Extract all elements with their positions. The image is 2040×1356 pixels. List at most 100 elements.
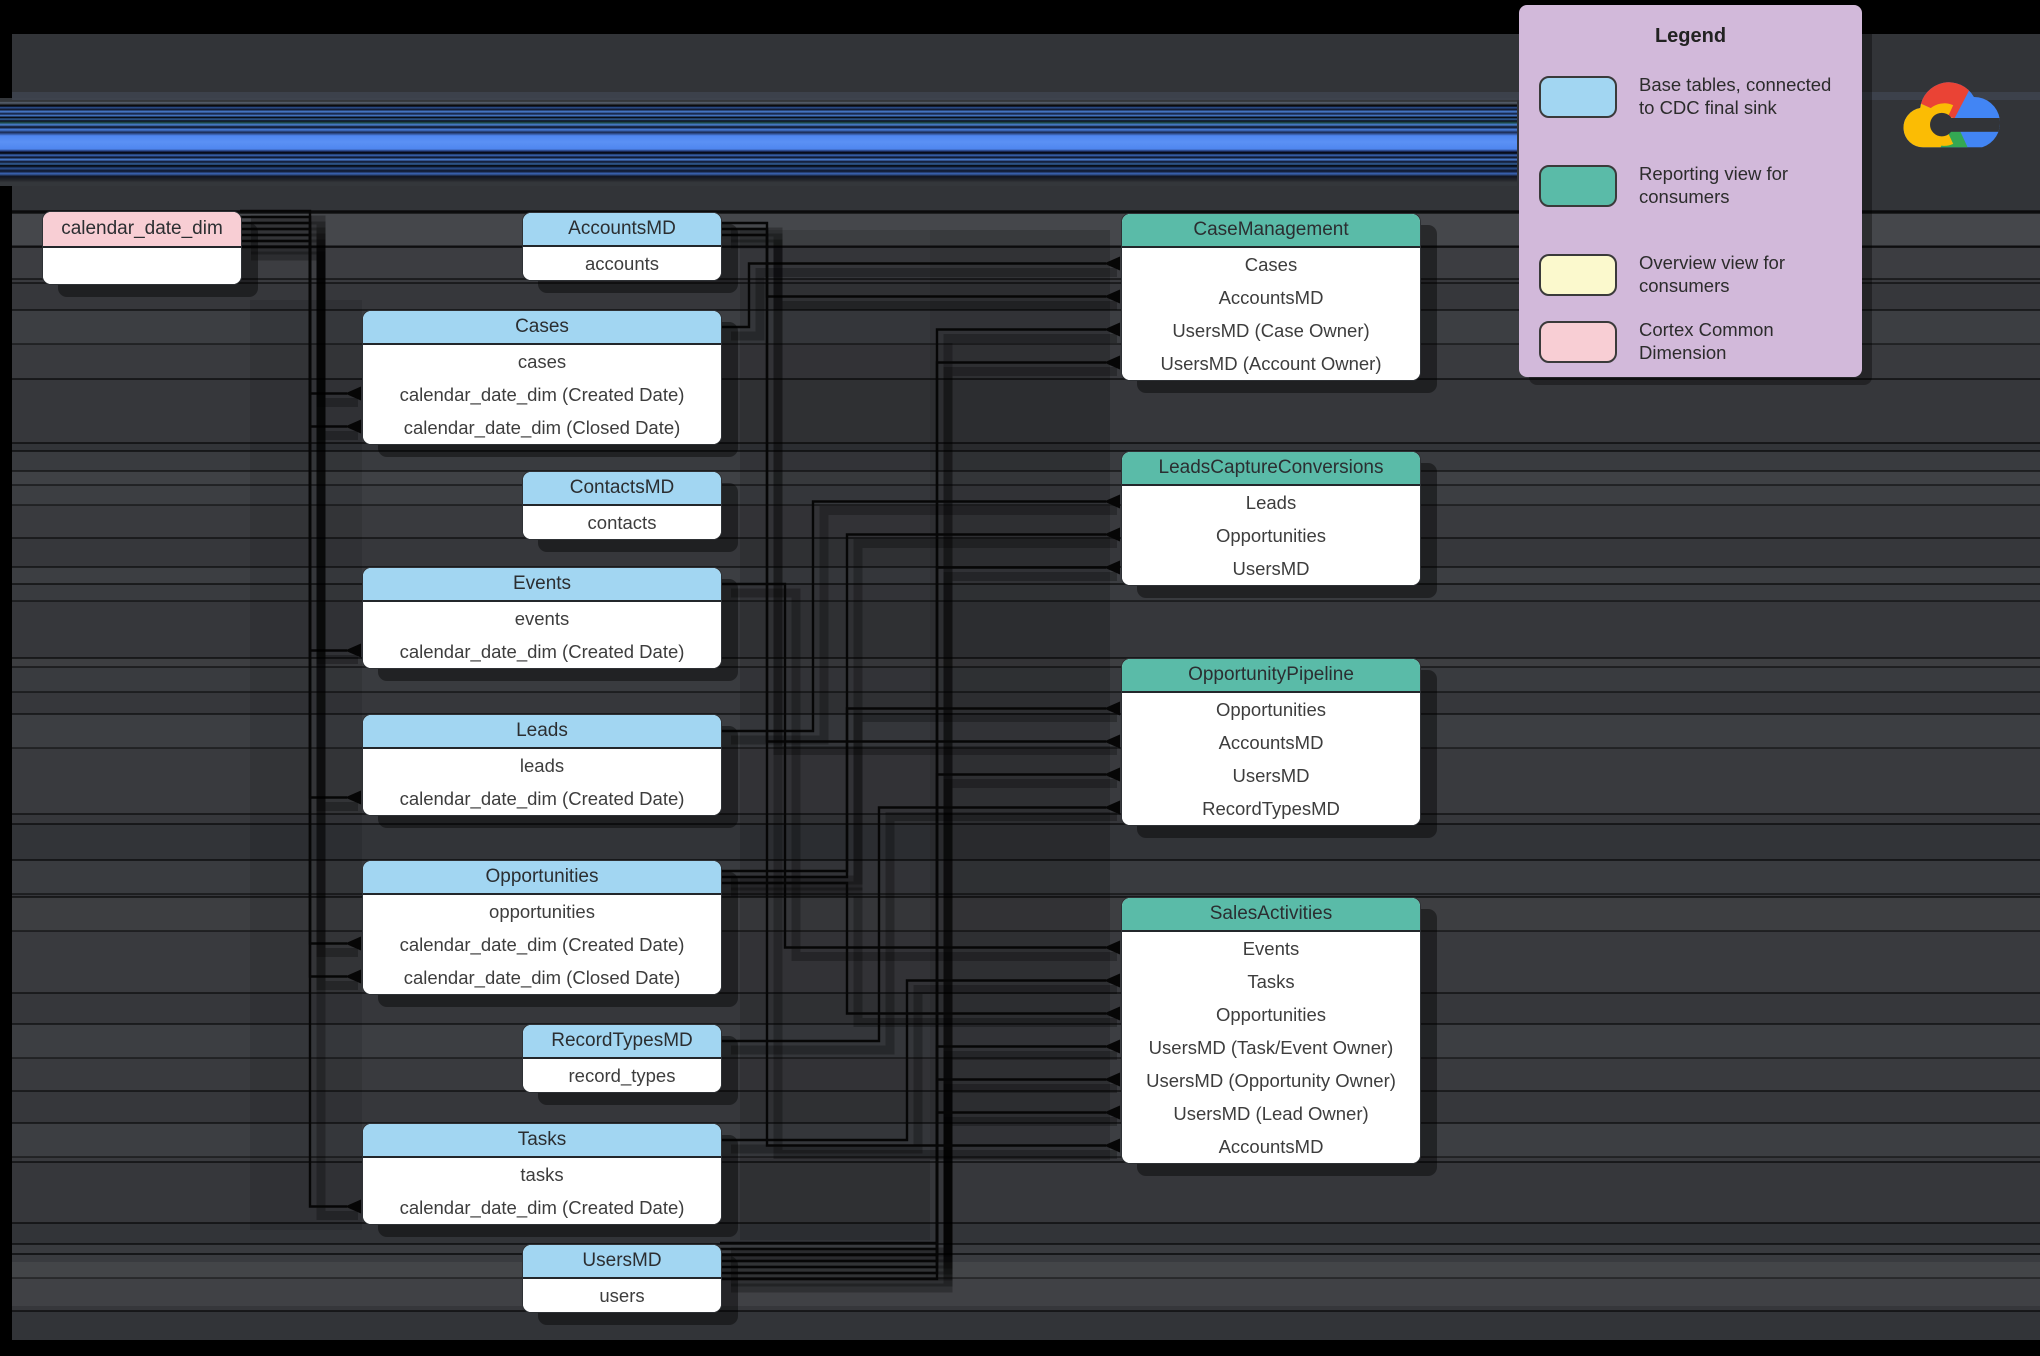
arrowhead-icon	[1104, 256, 1120, 271]
table-row: UsersMD (Lead Owner)	[1173, 1102, 1369, 1124]
connector-shadow	[731, 812, 1117, 1055]
table-row: Opportunities	[1215, 1003, 1327, 1025]
table-row: tasks	[520, 1163, 564, 1185]
table-row: calendar_date_dim (Created Date)	[399, 383, 685, 405]
connector-shadow	[251, 245, 358, 990]
table-calendar_date_dim[interactable]: calendar_date_dim	[42, 211, 242, 285]
table-Tasks[interactable]: Tasks tasks calendar_date_dim (Created Dat…	[362, 1123, 722, 1225]
connector-shadow	[731, 1084, 1117, 1287]
table-title: Leads	[363, 715, 721, 749]
arrowhead-icon	[345, 936, 361, 951]
table-ContactsMD[interactable]: ContactsMD contacts	[522, 471, 722, 540]
legend-label: Overview view for consumers	[1639, 252, 1785, 296]
table-row: UsersMD (Opportunity Owner)	[1146, 1069, 1396, 1091]
table-row: calendar_date_dim (Created Date)	[399, 787, 685, 809]
arrowhead-icon	[1104, 527, 1120, 542]
table-body: contacts	[523, 506, 721, 539]
table-body: tasks calendar_date_dim (Created Date)	[363, 1158, 721, 1224]
connector-shadow	[731, 887, 1117, 1027]
connector-Opportunities-to-SalesActivities	[720, 881, 1106, 1015]
table-row: Cases	[1244, 253, 1298, 275]
table-row: calendar_date_dim (Created Date)	[399, 933, 685, 955]
table-title: ContactsMD	[523, 472, 721, 506]
arrowhead-icon	[345, 386, 361, 401]
connector-shadow	[731, 1051, 1117, 1281]
connector-shadow	[251, 233, 358, 811]
connector-calendar_date_dim-to-Tasks	[240, 245, 347, 1208]
table-row: calendar_date_dim (Created Date)	[399, 1196, 685, 1218]
connector-shadow	[251, 221, 358, 440]
connector-RecordTypesMD-to-OpportunityPipeline	[720, 806, 1106, 1043]
table-row: events	[514, 607, 570, 629]
table-row: Opportunities	[1215, 698, 1327, 720]
table-row: UsersMD (Account Owner)	[1160, 352, 1382, 374]
arrowhead-icon	[1104, 701, 1120, 716]
connector-shadow	[731, 367, 1117, 1263]
table-row: record_types	[568, 1064, 676, 1086]
table-row: Leads	[1245, 491, 1297, 513]
connector-Events-to-SalesActivities	[720, 582, 1106, 949]
arrowhead-icon	[1104, 355, 1120, 370]
connector-UsersMD-to-OpportunityPipeline	[720, 773, 1106, 1263]
table-row: opportunities	[489, 900, 595, 922]
connector-layer	[240, 209, 1120, 1293]
arrowhead-icon	[1104, 1138, 1120, 1153]
table-row: AccountsMD	[1218, 286, 1324, 308]
arrowhead-icon	[1104, 494, 1120, 509]
connector-calendar_date_dim-to-Leads	[240, 227, 347, 799]
arrowhead-icon	[345, 643, 361, 658]
table-row: Tasks	[1247, 970, 1295, 992]
table-title: SalesActivities	[1122, 898, 1420, 932]
connector-Cases-to-CaseManagement	[720, 262, 1106, 329]
table-row: UsersMD	[1232, 557, 1310, 579]
table-row: AccountsMD	[1218, 1135, 1324, 1157]
legend-label: Cortex Common Dimension	[1639, 319, 1774, 363]
arrowhead-icon	[1104, 1105, 1120, 1120]
connector-calendar_date_dim-to-Opportunities	[240, 233, 347, 945]
table-row: contacts	[587, 511, 657, 533]
arrowhead-icon	[1104, 1072, 1120, 1087]
connector-shadow	[731, 572, 1117, 1269]
table-row: RecordTypesMD	[1202, 797, 1340, 819]
connector-shadow	[731, 779, 1117, 1275]
connector-shadow	[251, 251, 358, 1220]
legend-swatch-overview_view	[1539, 253, 1617, 296]
table-row: UsersMD (Task/Event Owner)	[1148, 1036, 1394, 1058]
table-row: UsersMD (Case Owner)	[1172, 319, 1370, 341]
connector-shadow	[731, 334, 1117, 1257]
arrowhead-icon	[1104, 1006, 1120, 1021]
table-row: calendar_date_dim (Closed Date)	[403, 966, 681, 988]
table-row: AccountsMD	[1218, 731, 1324, 753]
legend-swatch-common_dimension	[1539, 320, 1617, 363]
connector-UsersMD-to-SalesActivities	[720, 1111, 1106, 1281]
table-body	[43, 248, 241, 284]
connector-shadow	[251, 227, 358, 664]
table-body: users	[523, 1279, 721, 1312]
connector-shadow	[731, 268, 1117, 341]
connector-shadow	[251, 215, 358, 407]
arrowhead-icon	[1104, 940, 1120, 955]
connector-shadow	[251, 239, 358, 957]
arrowhead-icon	[1104, 1039, 1120, 1054]
connector-shadow	[731, 506, 1117, 745]
connector-shadow	[731, 713, 1117, 891]
table-title: Tasks	[363, 1124, 721, 1158]
connector-shadow	[731, 985, 1117, 1154]
table-body: opportunities calendar_date_dim (Created …	[363, 895, 721, 994]
connector-shadow	[731, 239, 1117, 1159]
